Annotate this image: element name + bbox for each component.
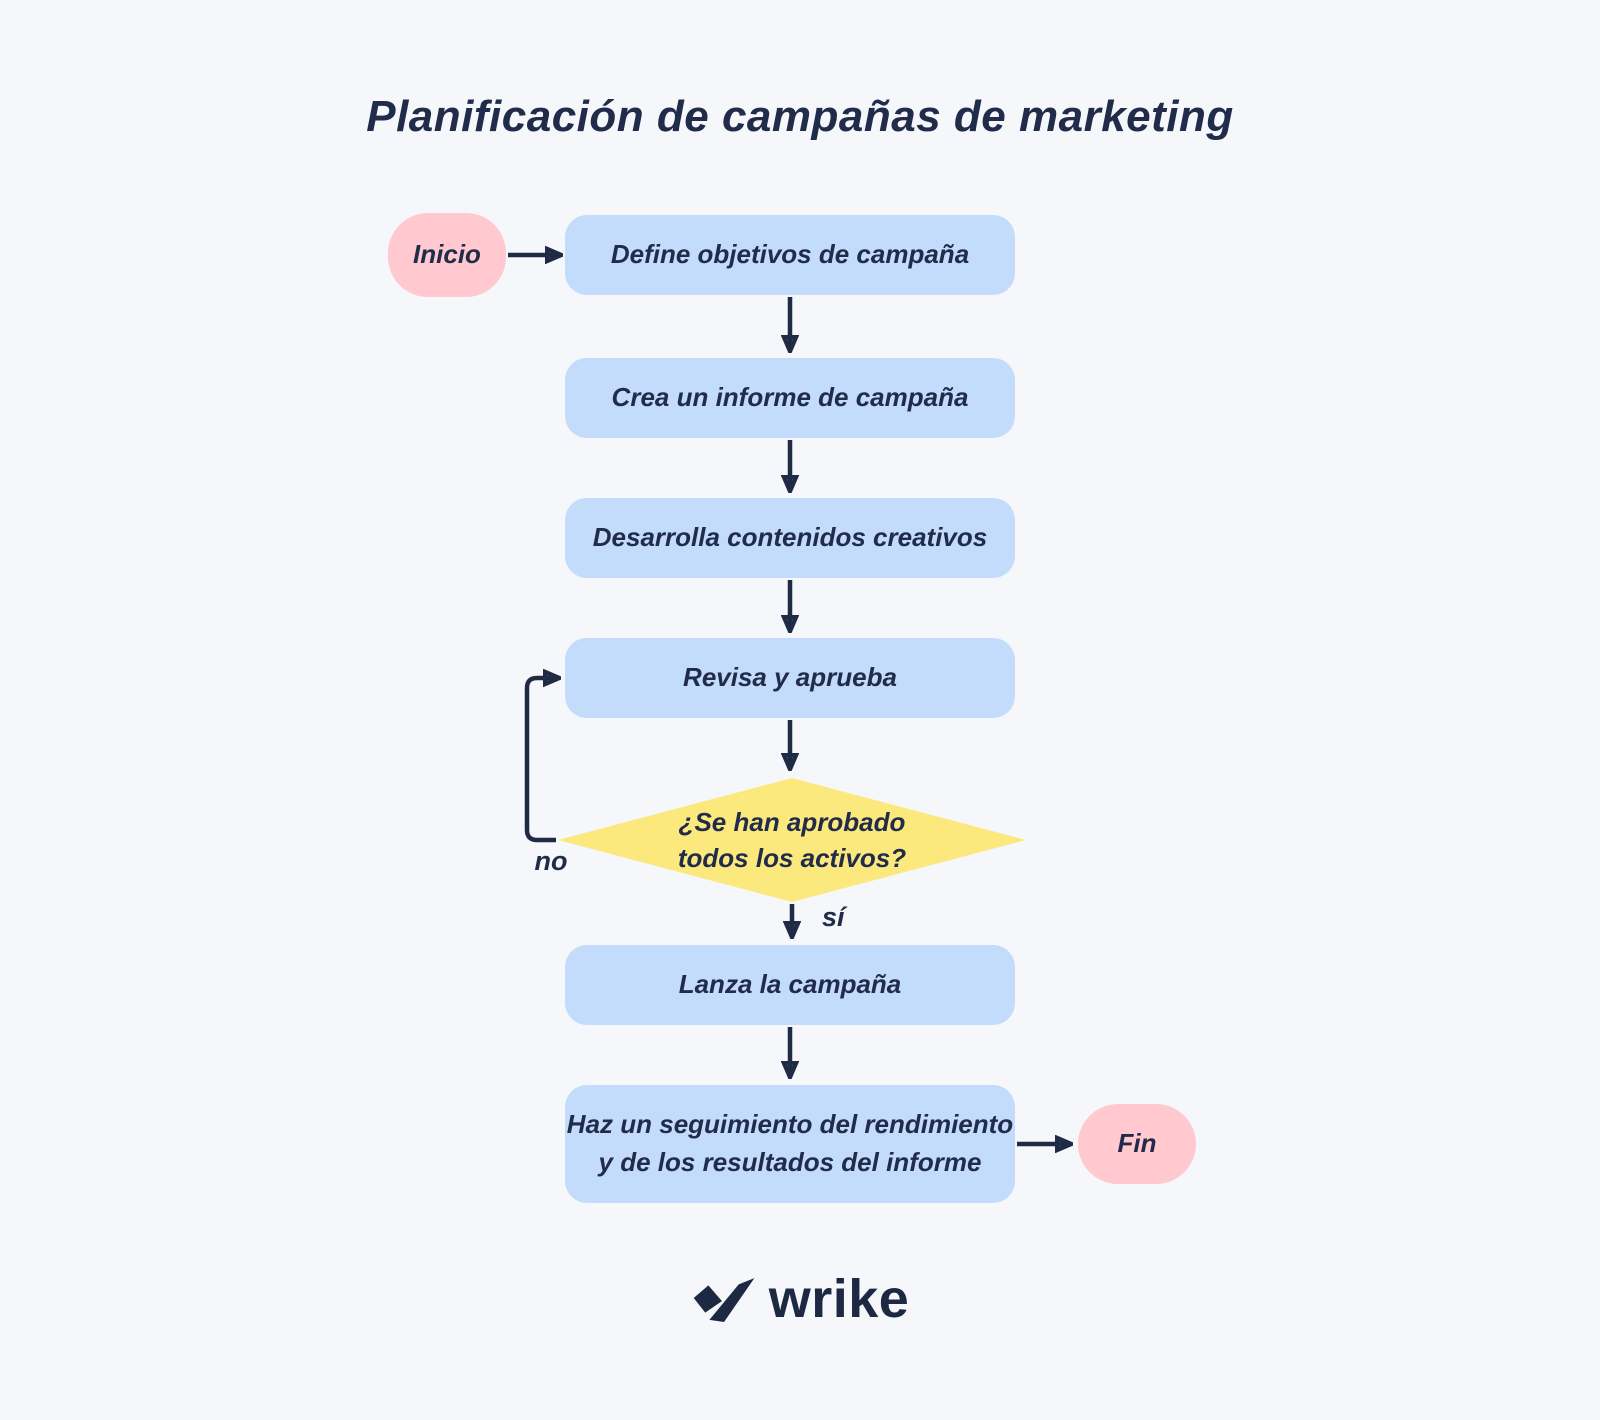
step-label: Revisa y aprueba: [683, 662, 897, 693]
end-node-label: Fin: [1117, 1128, 1157, 1159]
step-review-approve: Revisa y aprueba: [565, 638, 1015, 718]
step-label: Crea un informe de campaña: [611, 382, 969, 413]
decision-diamond: ¿Se han aprobado todos los activos?: [558, 778, 1026, 902]
start-node-label: Inicio: [413, 239, 481, 270]
step-label: Define objetivos de campaña: [610, 239, 970, 270]
brand-footer: wrike: [0, 1272, 1600, 1326]
step-develop-creative: Desarrolla contenidos creativos: [565, 498, 1015, 578]
decision-label: ¿Se han aprobado todos los activos?: [677, 806, 907, 873]
wrike-logo-icon: [691, 1276, 755, 1322]
step-create-brief: Crea un informe de campaña: [565, 358, 1015, 438]
step-track-performance: Haz un seguimiento del rendimiento y de …: [565, 1085, 1015, 1203]
step-label: Lanza la campaña: [678, 969, 902, 1000]
start-node: Inicio: [388, 213, 506, 297]
edge-label-no: no: [534, 846, 568, 876]
arrow-decision-no-loop: [524, 678, 558, 843]
edge-label-yes: sí: [822, 902, 845, 932]
end-node: Fin: [1078, 1104, 1196, 1184]
step-launch-campaign: Lanza la campaña: [565, 945, 1015, 1025]
step-label: Desarrolla contenidos creativos: [592, 522, 988, 553]
step-label: Haz un seguimiento del rendimiento y de …: [566, 1109, 1014, 1177]
step-define-objectives: Define objetivos de campaña: [565, 215, 1015, 295]
wrike-wordmark: wrike: [768, 1269, 910, 1329]
page-title: Planificación de campañas de marketing: [366, 92, 1234, 141]
